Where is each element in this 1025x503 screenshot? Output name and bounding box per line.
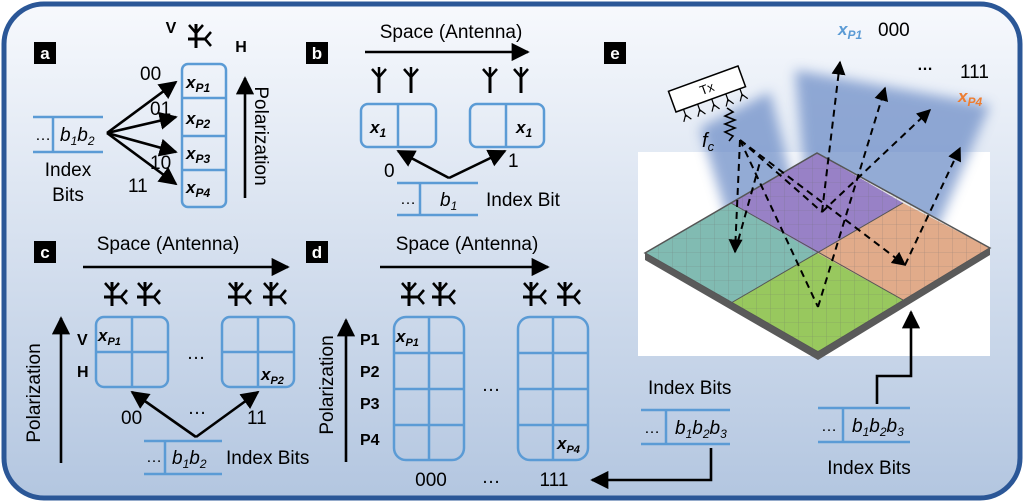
panel-d-row-p4: P4 bbox=[360, 432, 380, 449]
panel-a-polarization-column: xP1 xP2 xP3 xP4 bbox=[180, 62, 228, 209]
panel-b-index-register: … b1 bbox=[397, 181, 478, 217]
panel-c-letter: c bbox=[40, 243, 49, 262]
panel-a-cell-3: xP3 bbox=[185, 144, 210, 166]
panel-d-code-000: 000 bbox=[415, 470, 447, 491]
panel-c-code-00: 00 bbox=[121, 408, 142, 429]
panel-a-code-00: 00 bbox=[140, 64, 161, 85]
panel-a-code-10: 10 bbox=[150, 153, 171, 174]
svg-text:…: … bbox=[146, 449, 162, 466]
panel-d-caption: Index Bits bbox=[648, 378, 731, 399]
panel-d-space-label: Space (Antenna) bbox=[396, 234, 539, 255]
panel-e-control-arrow bbox=[875, 310, 921, 404]
panel-a-caption-index: Index bbox=[45, 160, 92, 181]
panel-d-ellipsis: … bbox=[482, 375, 501, 396]
panel-d-grid-right: xP4 bbox=[516, 315, 590, 462]
svg-text:…: … bbox=[821, 418, 837, 435]
panel-d-polarization-label: Polarization bbox=[317, 335, 338, 434]
panel-e-caption: Index Bits bbox=[827, 458, 910, 479]
panel-d-letter: d bbox=[312, 243, 322, 262]
panel-c-arrow-00 bbox=[130, 390, 197, 439]
panel-b-arrow-0 bbox=[396, 149, 450, 180]
svg-text:…: … bbox=[400, 191, 416, 208]
beam-rays bbox=[728, 60, 961, 308]
panel-d-code-111: 111 bbox=[540, 470, 569, 491]
panel-a-caption-bits: Bits bbox=[52, 185, 84, 206]
panel-c-ellipsis: … bbox=[187, 343, 206, 364]
panel-c-code-11: 11 bbox=[247, 408, 267, 429]
panel-e-code-111: 111 bbox=[960, 62, 989, 83]
panel-a-cell-1: xP1 bbox=[185, 73, 210, 95]
panel-a-letter: a bbox=[40, 44, 50, 63]
svg-text:xP4: xP4 bbox=[556, 434, 580, 456]
panel-a-polarization-label: Polarization bbox=[250, 86, 271, 185]
panel-b-space-label: Space (Antenna) bbox=[380, 22, 523, 43]
panel-b-antenna-block-right: x1 bbox=[468, 102, 546, 149]
panel-a-letter-box bbox=[34, 42, 56, 64]
svg-text:xP1: xP1 bbox=[395, 327, 419, 349]
panel-d-index-register: … b1b2b3 bbox=[641, 408, 730, 446]
svg-text:b1b2: b1b2 bbox=[172, 448, 207, 471]
panel-a-index-register: … b1b2 bbox=[33, 115, 103, 154]
svg-text:b1b2b3: b1b2b3 bbox=[852, 416, 904, 439]
panel-c-index-register: … b1b2 bbox=[144, 439, 222, 476]
panel-b-code-0: 0 bbox=[384, 161, 395, 182]
panel-e-letter: e bbox=[610, 44, 619, 63]
panel-b-letter: b bbox=[312, 44, 322, 63]
panel-a: a V H xP1 xP2 xP3 xP4 00 01 10 11 Polari… bbox=[33, 20, 271, 209]
panel-c-grid-right: xP2 bbox=[220, 315, 296, 389]
panel-c: c Space (Antenna) V H xP1 … xP2 00 … 11 … bbox=[24, 234, 309, 476]
svg-text:xP2: xP2 bbox=[260, 365, 284, 387]
svg-text:xP1: xP1 bbox=[97, 326, 121, 348]
panel-b-antenna-block-left: x1 bbox=[359, 102, 438, 149]
svg-text:x1: x1 bbox=[369, 118, 386, 140]
panel-e-xp1-label: xP1 bbox=[837, 20, 862, 42]
svg-text:…: … bbox=[644, 420, 660, 437]
panel-b-arrow-1 bbox=[448, 149, 507, 180]
panel-d-code-ellipsis: … bbox=[482, 467, 501, 488]
panel-a-v-label: V bbox=[166, 20, 177, 37]
panel-c-grid-left: xP1 bbox=[94, 315, 170, 389]
svg-text:b1: b1 bbox=[440, 190, 457, 213]
carrier-frequency-label: fc bbox=[702, 130, 715, 154]
panel-e-dots: … bbox=[917, 57, 933, 74]
svg-text:b1b2: b1b2 bbox=[60, 125, 95, 148]
panel-a-code-11: 11 bbox=[128, 176, 148, 197]
panel-e-code-000: 000 bbox=[878, 20, 910, 41]
panel-d-row-p3: P3 bbox=[360, 396, 380, 413]
panel-c-polarization-label: Polarization bbox=[24, 343, 45, 442]
svg-text:x1: x1 bbox=[515, 118, 532, 140]
svg-text:b1b2b3: b1b2b3 bbox=[675, 418, 727, 441]
svg-text:…: … bbox=[35, 127, 51, 144]
panel-a-mapping-arrows bbox=[106, 80, 178, 186]
panel-c-v-label: V bbox=[77, 332, 88, 349]
panel-a-h-label: H bbox=[235, 39, 247, 56]
panel-e-xp4-label: xP4 bbox=[957, 87, 982, 109]
panel-e: e bbox=[604, 20, 992, 479]
panel-c-caption: Index Bits bbox=[226, 448, 309, 469]
panel-a-code-01: 01 bbox=[150, 99, 171, 120]
tx-antenna-array: Tx bbox=[667, 65, 749, 142]
panel-c-space-label: Space (Antenna) bbox=[97, 234, 240, 255]
panel-c-h-label: H bbox=[77, 364, 89, 381]
panel-b-code-1: 1 bbox=[508, 151, 519, 172]
panel-d-row-p2: P2 bbox=[360, 364, 380, 381]
panel-c-arrow-11 bbox=[195, 390, 260, 439]
panel-d-grid-left: xP1 bbox=[392, 315, 466, 462]
metasurface bbox=[643, 152, 992, 360]
panel-d-row-p1: P1 bbox=[360, 332, 380, 349]
panel-d: d Space (Antenna) P1 P2 P3 P4 xP1 … xP4 bbox=[306, 234, 731, 491]
signal-wave-icon bbox=[722, 107, 738, 142]
panel-b-caption: Index Bit bbox=[486, 190, 561, 211]
tx-label: Tx bbox=[697, 79, 716, 98]
panel-a-cell-4: xP4 bbox=[185, 178, 210, 200]
panel-e-index-register: … b1b2b3 bbox=[818, 406, 910, 444]
panel-b: b Space (Antenna) x1 x1 0 1 … b1 Index B… bbox=[306, 22, 561, 217]
panel-a-cell-2: xP2 bbox=[185, 109, 210, 131]
panel-d-feedback-arrow bbox=[590, 448, 713, 490]
panel-c-code-ellipsis: … bbox=[188, 398, 207, 419]
